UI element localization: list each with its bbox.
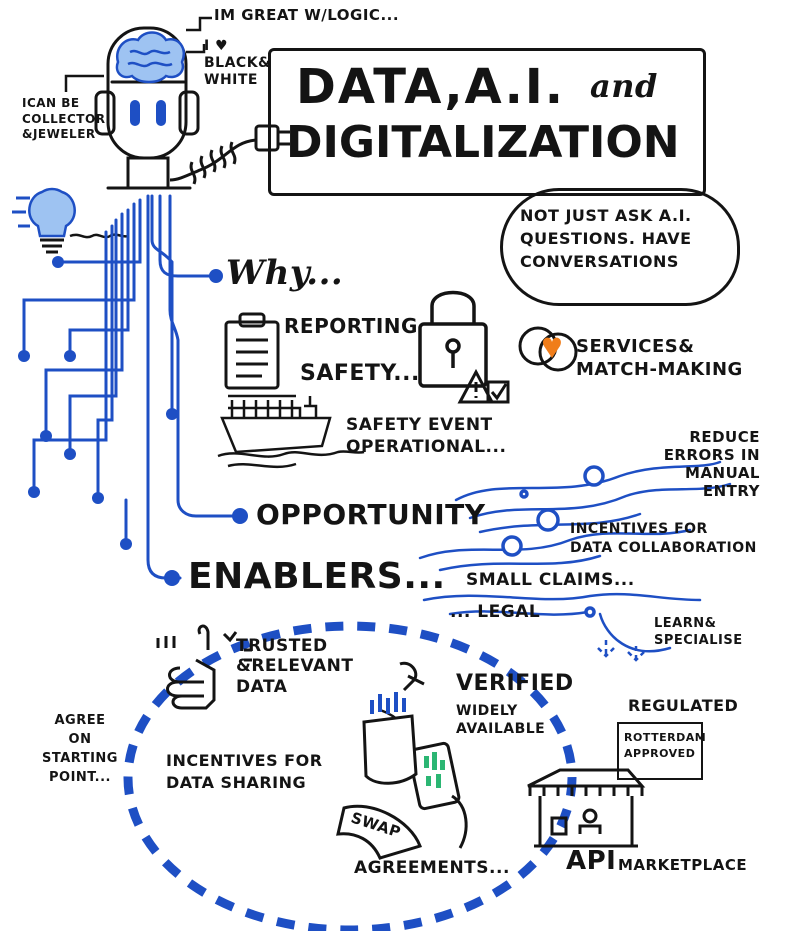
lightbulb-icon <box>12 187 129 254</box>
great-logic-label: IM GREAT W/LOGIC... <box>214 6 400 24</box>
swap-shape <box>336 804 422 860</box>
trusted-data-label: TRUSTED &RELEVANT DATA <box>236 636 354 697</box>
agree-label: AGREE on STARTING POINT... <box>42 713 118 785</box>
verified-label: VERIFIED <box>456 671 574 696</box>
agreements-label: AGREEMENTS... <box>354 858 510 878</box>
title-line2: DIGITALIZATION <box>286 117 680 168</box>
flow-waves <box>418 460 732 653</box>
incentives-collab-label: INCENTIVES for DATA COLLABORATION <box>570 521 757 556</box>
robot-icon <box>94 26 200 190</box>
flow-nodes <box>501 465 605 618</box>
robot-eyes <box>130 100 166 126</box>
black-white-label: I ♥ BLACK& WHITE <box>204 38 271 88</box>
why-heading: Why... <box>226 253 344 293</box>
services-label: SERVICES& MATCH-MAKING <box>576 336 743 380</box>
title-line1: DATA,A.I. <box>296 59 565 115</box>
warning-icon <box>457 368 510 404</box>
learn-label: LEARN& SPECIALISE <box>654 616 743 648</box>
legal-label: ... LEGAL <box>450 602 541 622</box>
brain-icon <box>115 31 185 84</box>
incentives-sharing-label: INCENTIVES for DATA ShARING <box>166 751 323 792</box>
api-label: API <box>566 846 617 876</box>
plug-icon <box>169 124 290 185</box>
widely-available-label: WIDELY AVAILABLE <box>456 703 546 738</box>
bubble-text: NOT JUST ASK A.I. QUESTIONS. hAVE CONVER… <box>520 206 692 272</box>
safety-event-label: SAFETY EVENT OPERATIONAL... <box>346 415 507 458</box>
marketplace-label: MARKETPLACE <box>618 856 748 874</box>
rotterdam-box <box>617 722 703 780</box>
market-stall-icon <box>527 768 646 848</box>
clipboard-icon <box>224 312 280 390</box>
ship-icon <box>217 394 365 469</box>
speech-bubble <box>500 188 740 306</box>
title-and: and <box>590 67 658 105</box>
enablers-heading: ENAbLERS... <box>188 556 446 597</box>
collector-label: ICAN be COLLECTOR &JEWELER <box>22 96 106 142</box>
data-bucket-icon <box>362 661 425 785</box>
circuit-nodes <box>18 256 248 586</box>
robot-pointer-lines <box>64 16 212 92</box>
heart-icon <box>518 326 578 372</box>
regulated-label: REGULATED <box>628 696 739 715</box>
title-box <box>268 48 706 196</box>
circuit-tree <box>22 194 242 580</box>
hand-icon <box>156 624 252 710</box>
safety-label: SAFETy... <box>300 361 420 386</box>
rotterdam-label: ROTTERDAM APPROVED <box>624 731 707 760</box>
padlock-icon <box>418 290 488 388</box>
opportunity-heading: OPPORTUNITY <box>256 498 486 531</box>
enablers-ring <box>123 621 577 931</box>
reporting-label: REPORTING <box>284 314 418 338</box>
small-claims-label: SMALL CLAIMS... <box>466 570 635 590</box>
reduce-errors-label: REDUCE ERRORS in MANUAL ENTRY <box>663 428 760 500</box>
learn-arrows <box>597 640 645 662</box>
